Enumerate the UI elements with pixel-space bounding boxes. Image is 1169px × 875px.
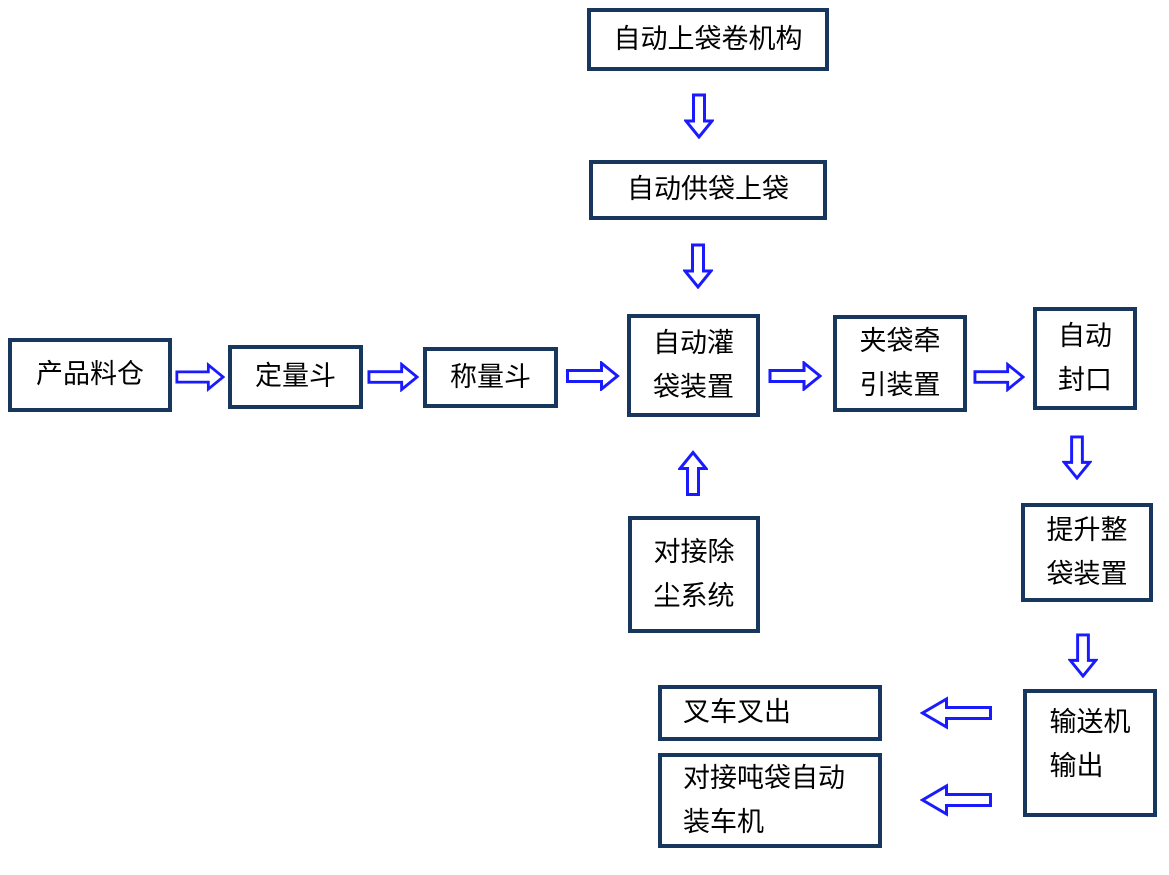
arrow-left-icon: [920, 696, 992, 730]
node-label-line: 产品料仓: [36, 359, 144, 390]
node-label: 自动上袋卷机构: [614, 18, 803, 62]
node-label-line: 夹袋牵: [859, 325, 941, 357]
node-label-line: 自动供袋上袋: [627, 174, 789, 205]
arrow-right-icon: [973, 362, 1025, 392]
node-conveyor-output: 输送机 输出: [1023, 689, 1157, 817]
node-label-line: 自动灌: [653, 327, 734, 359]
arrow-right-icon: [566, 361, 620, 391]
arrow-down-icon: [684, 93, 714, 139]
node-label-line: 引装置: [859, 369, 941, 401]
node-label: 自动供袋上袋: [627, 168, 789, 212]
node-auto-bag-roll-mechanism: 自动上袋卷机构: [587, 8, 829, 71]
node-quantitative-hopper: 定量斗: [228, 345, 363, 409]
node-label-line: 叉车叉出: [683, 697, 791, 728]
arrow-down-icon: [1062, 435, 1092, 480]
node-label-line: 装车机: [683, 806, 764, 838]
node-label-line: 对接吨袋自动: [683, 762, 845, 794]
node-label-line: 称量斗: [450, 361, 531, 393]
arrow-left-icon: [920, 783, 992, 817]
node-label: 自动灌 袋装置: [653, 322, 734, 410]
node-auto-bag-filling-device: 自动灌 袋装置: [627, 314, 760, 417]
arrow-right-icon: [175, 362, 225, 392]
node-label-line: 自动上袋卷机构: [613, 23, 803, 55]
node-label: 定量斗: [255, 355, 336, 399]
node-label-line: 输出: [1049, 751, 1104, 782]
node-label: 叉车叉出: [683, 691, 791, 735]
node-label-line: 封口: [1058, 364, 1112, 396]
node-label-line: 定量斗: [255, 361, 336, 392]
node-forklift-out: 叉车叉出: [658, 685, 882, 741]
node-dust-removal-docking-system: 对接除 尘系统: [628, 516, 760, 633]
arrow-down-icon: [1068, 633, 1098, 678]
node-label: 对接吨袋自动 装车机: [683, 757, 845, 845]
node-label-line: 袋装置: [653, 371, 734, 403]
arrow-right-icon: [768, 361, 823, 391]
node-label: 对接除 尘系统: [654, 531, 735, 619]
arrow-up-icon: [678, 450, 708, 496]
node-label: 产品料仓: [36, 353, 144, 397]
node-ton-bag-auto-truck-loader: 对接吨袋自动 装车机: [658, 753, 882, 848]
node-label-line: 对接除: [653, 536, 735, 568]
node-label: 称量斗: [450, 356, 531, 400]
node-auto-bag-supply-loading: 自动供袋上袋: [589, 160, 827, 220]
node-bag-clamping-traction-device: 夹袋牵 引装置: [833, 315, 967, 412]
node-label: 自动 封口: [1058, 315, 1112, 403]
node-label-line: 尘系统: [653, 580, 735, 612]
arrow-down-icon: [683, 243, 713, 289]
node-label-line: 提升整: [1046, 514, 1128, 546]
arrow-right-icon: [367, 362, 419, 392]
node-label-line: 输送机: [1049, 707, 1131, 738]
node-label-line: 袋装置: [1046, 558, 1128, 590]
node-bag-lifting-arranging-device: 提升整 袋装置: [1021, 503, 1153, 602]
node-label: 输送机 输出: [1050, 701, 1131, 789]
node-product-silo: 产品料仓: [8, 338, 172, 412]
node-auto-sealing: 自动 封口: [1033, 307, 1137, 410]
node-label: 夹袋牵 引装置: [860, 320, 941, 408]
node-label: 提升整 袋装置: [1047, 509, 1128, 597]
node-weighing-hopper: 称量斗: [423, 347, 558, 408]
node-label-line: 自动: [1058, 320, 1112, 352]
